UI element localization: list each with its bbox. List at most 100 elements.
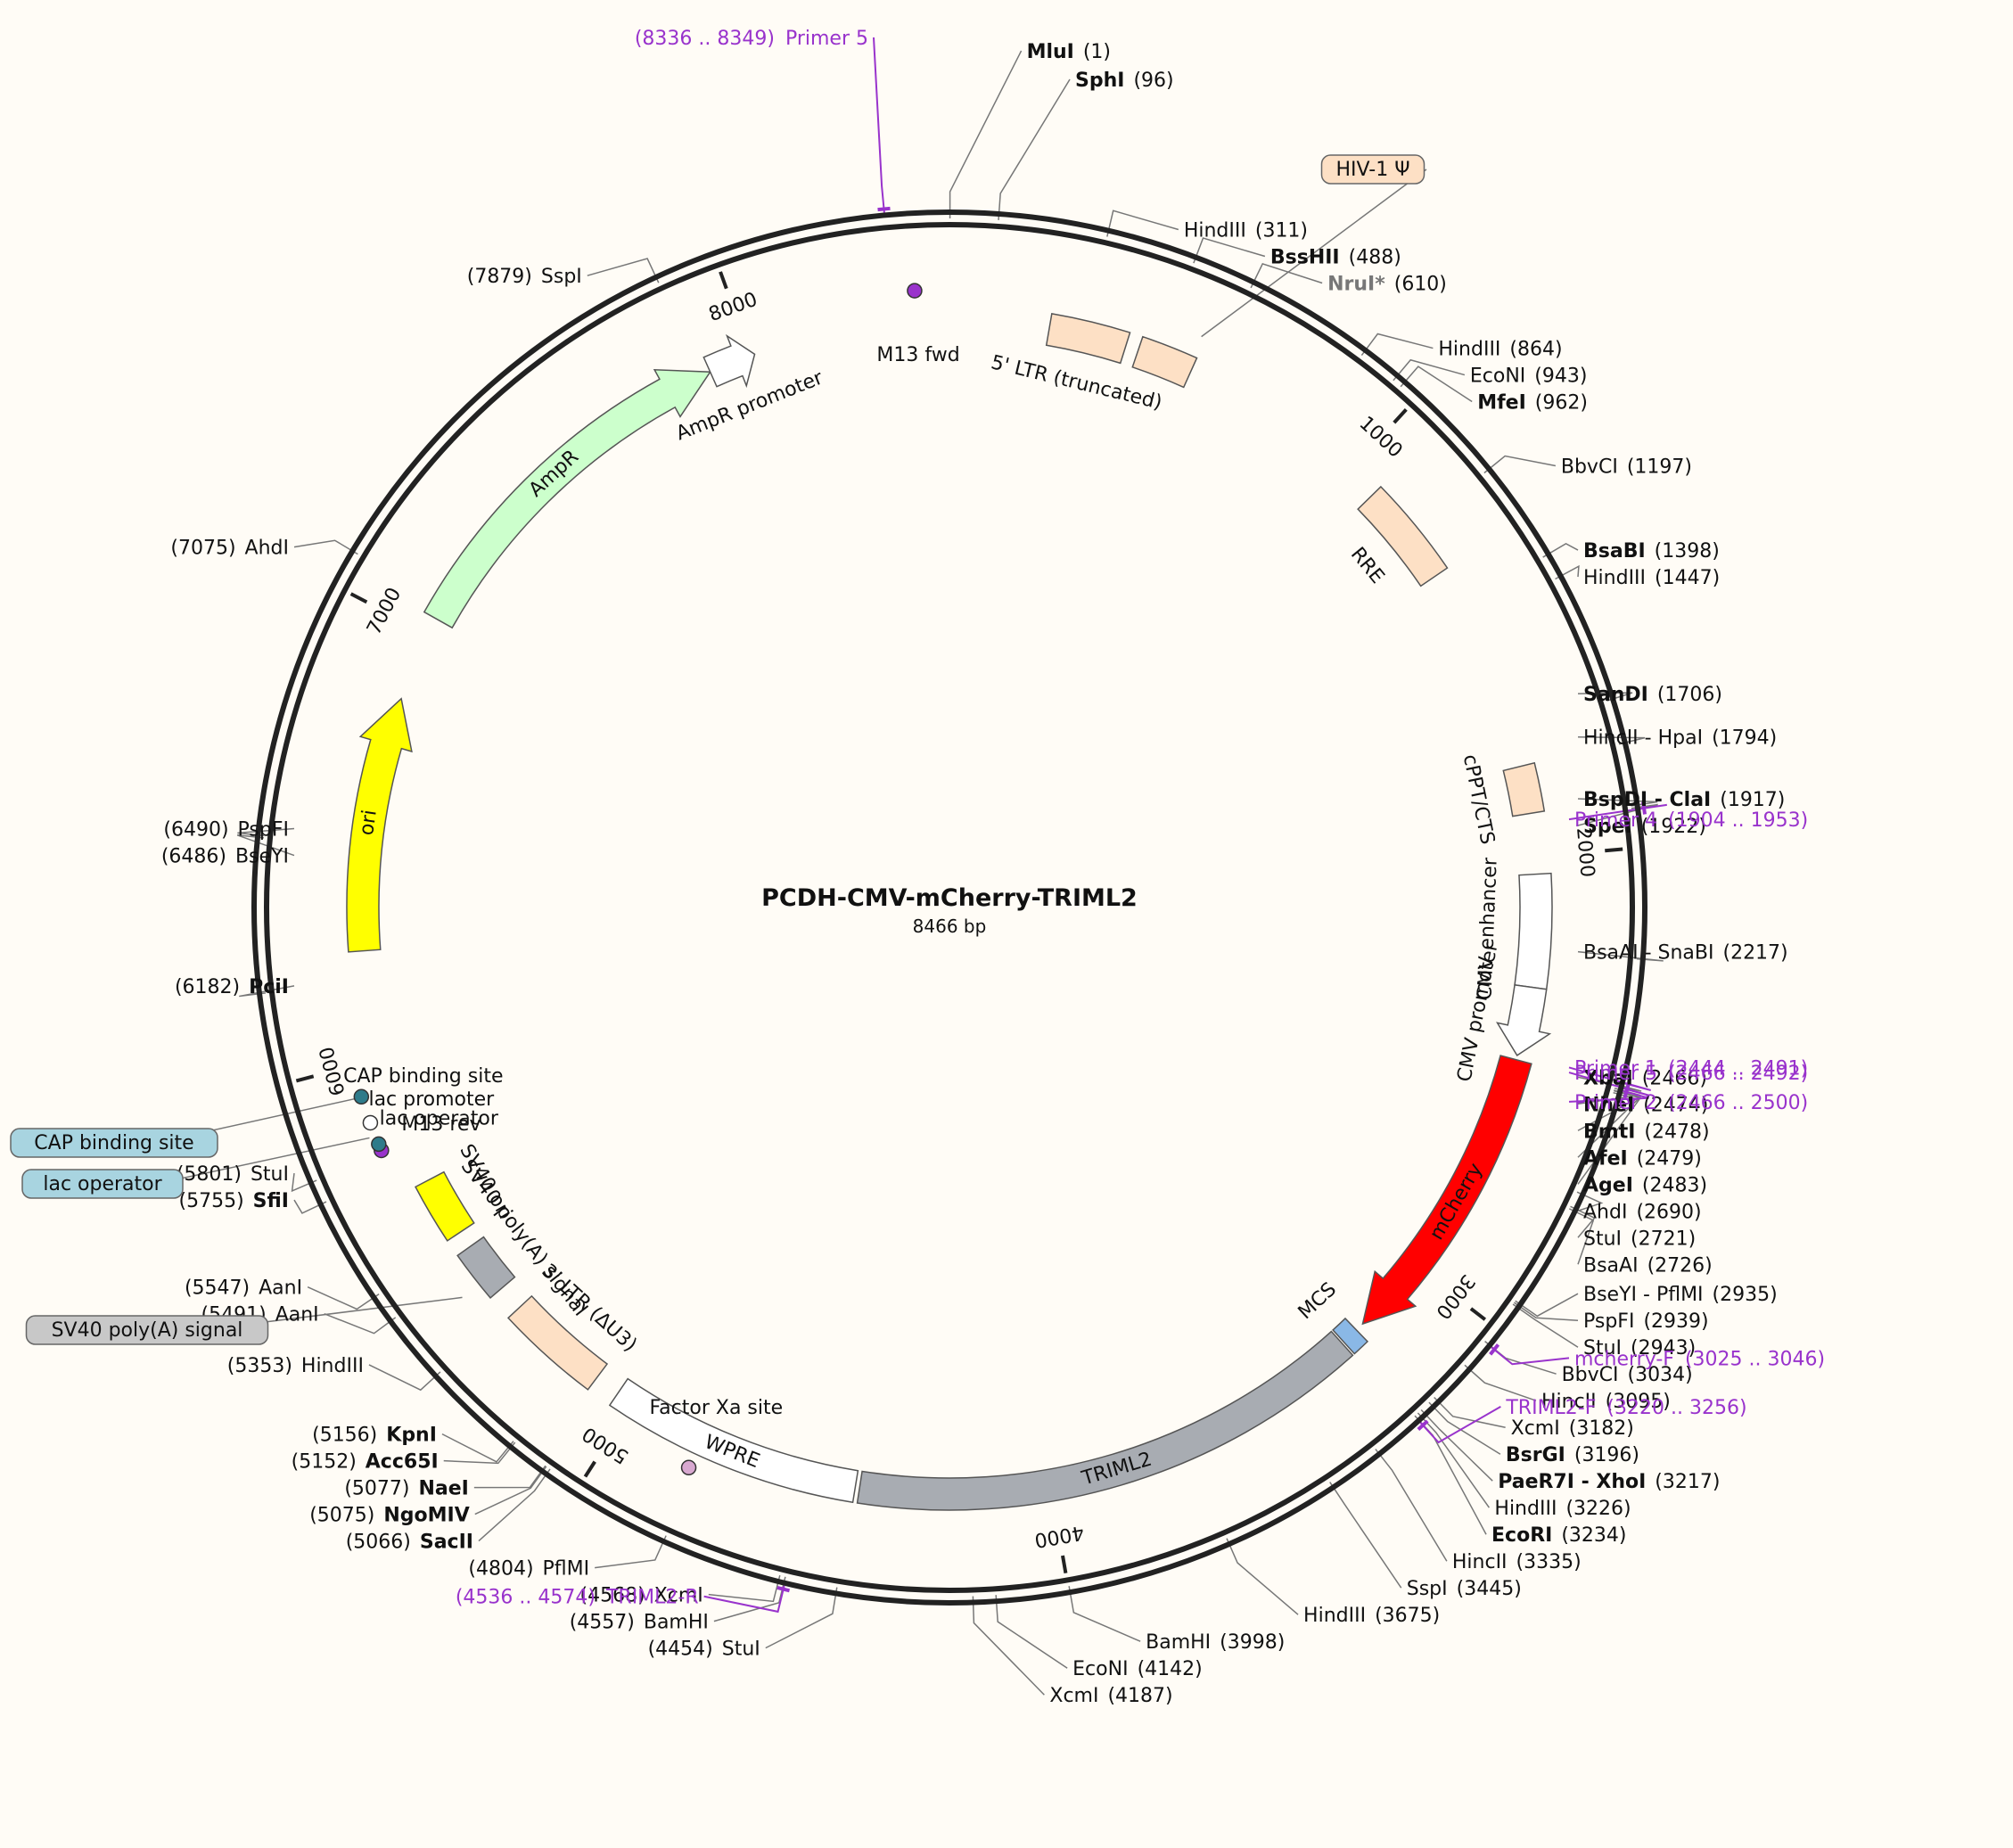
site-label: HindIII(311) [1184, 219, 1308, 242]
primer-leader [1568, 1072, 1650, 1096]
site-label: BssHII(488) [1270, 246, 1401, 268]
leader-line [478, 1468, 551, 1542]
feature-ltr-segment [1131, 335, 1198, 389]
site-position: (6490) [163, 819, 228, 842]
leader-line [1483, 455, 1557, 474]
site-label: NruI*(610) [1327, 273, 1447, 295]
feature-label: cPPT/CTS [1458, 752, 1499, 846]
primer-mark [1489, 1343, 1500, 1356]
primer-name: mcherry-F [1574, 1348, 1674, 1370]
site-name: AfeI [1583, 1147, 1628, 1170]
primer-mark [776, 1586, 791, 1593]
site-position: (2474) [1643, 1094, 1708, 1116]
site-position: (5801) [177, 1163, 242, 1186]
site-name: StuI [251, 1163, 289, 1186]
site-label: BsaBI(1398) [1583, 540, 1720, 563]
site-name: BamHI [644, 1612, 709, 1634]
small-feature-label: M13 rev [401, 1113, 481, 1136]
site-position: (962) [1535, 392, 1588, 415]
site-label: HincII(3095) [1541, 1391, 1671, 1413]
site-position: (3445) [1457, 1578, 1522, 1600]
leader-line [1375, 1449, 1448, 1562]
site-label: (5801) StuI [177, 1163, 289, 1186]
site-label: EcoNI(943) [1470, 365, 1588, 388]
site-name: AhdI [245, 538, 289, 560]
small-feature-label: CAP binding site [343, 1065, 503, 1088]
site-name: Acc65I [366, 1451, 439, 1474]
leader-line [1577, 798, 1658, 807]
site-name: BspDI - ClaI [1583, 789, 1711, 811]
site-position: (1706) [1657, 684, 1722, 706]
site-position: (5755) [179, 1190, 244, 1212]
tick-mark [1605, 847, 1623, 853]
site-label: BmtI(2478) [1583, 1121, 1710, 1143]
feature-label: RRE [1346, 543, 1389, 587]
site-label: (7879)SspI [467, 266, 582, 288]
primer-range: (8336 .. 8349) [635, 28, 775, 50]
small-feature-cap-binding-site [353, 1088, 370, 1105]
site-label: SanDI (1706) [1583, 684, 1722, 706]
callout-box [25, 1315, 269, 1345]
site-label: MluI (1) [1027, 41, 1111, 63]
site-position: (2466) [1642, 1067, 1707, 1089]
site-name: MluI [1027, 41, 1074, 63]
site-name: SanDI [1583, 684, 1648, 706]
site-name: EcoRI [1491, 1524, 1552, 1547]
site-position: (3196) [1574, 1444, 1639, 1466]
leader-line [765, 1587, 838, 1649]
tick-label: 7000 [363, 584, 406, 638]
leader-line [1577, 735, 1646, 745]
site-name: MfeI [1477, 392, 1526, 415]
small-feature-label: Factor Xa site [650, 1397, 784, 1419]
feature-wpre [608, 1377, 859, 1504]
leader-line [1417, 1412, 1491, 1508]
leader-line [1512, 1303, 1579, 1348]
primer-leader [1568, 1066, 1651, 1091]
site-label: MfeI (962) [1477, 392, 1588, 415]
site-label: PspFI(2939) [1583, 1310, 1709, 1333]
site-name: HincII [1452, 1551, 1508, 1573]
site-label: HindIII(3226) [1494, 1498, 1631, 1520]
site-position: (3234) [1561, 1524, 1626, 1547]
plasmid-center: PCDH-CMV-mCherry-TRIML2 8466 bp [761, 884, 1138, 937]
site-name: BsaBI [1583, 540, 1646, 563]
site-name: AhdI [1583, 1201, 1627, 1223]
feature-3-ltr-u3 [506, 1294, 609, 1391]
feature-label: MCS [1294, 1278, 1341, 1324]
feature-mcherry [1361, 1055, 1532, 1326]
site-label: (4568)XcmI [580, 1585, 703, 1607]
site-label: BsrGI(3196) [1506, 1444, 1639, 1466]
site-position: (5152) [292, 1451, 357, 1474]
primer-name: Primer 5 [785, 28, 868, 50]
leader-line [1555, 564, 1580, 580]
tick-label: 5000 [579, 1422, 633, 1467]
site-name: HindIII [1303, 1605, 1366, 1627]
site-label: XbaI(2466) [1583, 1067, 1707, 1089]
site-name: BsaAI [1583, 1254, 1639, 1277]
site-label: PaeR7I - XhoI(3217) [1498, 1471, 1720, 1493]
plasmid-length: 8466 bp [913, 916, 987, 937]
site-position: (5156) [312, 1425, 377, 1447]
feature-triml2 [856, 1330, 1354, 1511]
leader-line [1393, 358, 1466, 382]
site-name: EcoNI [1072, 1658, 1128, 1680]
site-name: HindIII [1583, 567, 1646, 589]
site-label: BsaAI - SnaBI(2217) [1583, 942, 1788, 965]
feature-mcs [1332, 1317, 1369, 1355]
site-name: BbvCI [1561, 456, 1618, 478]
primer-label: (8336 .. 8349) Primer 5 [635, 28, 868, 50]
primer-leader [1568, 803, 1667, 821]
site-label: HindIII(864) [1438, 339, 1562, 361]
site-position: (3335) [1516, 1551, 1582, 1573]
site-name: HindIII [1438, 339, 1500, 361]
site-label: (5156)KpnI [312, 1425, 437, 1447]
site-label: BbvCI(1197) [1561, 456, 1692, 478]
site-name: XcmI [1049, 1685, 1098, 1707]
site-position: (2939) [1643, 1310, 1708, 1333]
site-name: XcmI [1511, 1417, 1560, 1440]
site-position: (4804) [468, 1558, 533, 1581]
site-position: (6182) [175, 976, 240, 998]
site-position: (1) [1083, 41, 1111, 63]
site-label: AhdI(2690) [1583, 1201, 1702, 1223]
small-feature-lac-promoter [362, 1114, 379, 1131]
